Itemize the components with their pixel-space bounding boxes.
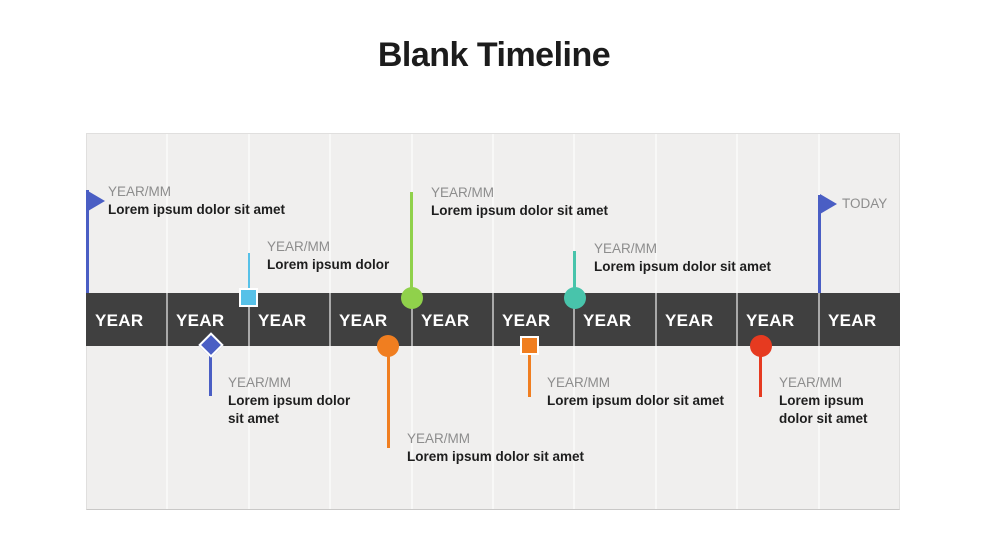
green-circle-marker [401, 287, 423, 309]
year-segment-label: YEAR [176, 311, 225, 330]
milestone-stem [386, 346, 390, 448]
milestone-date: YEAR/MM [547, 375, 611, 390]
orange-square-marker [520, 336, 539, 355]
red-circle-marker [750, 335, 772, 357]
milestone-stem [528, 345, 531, 397]
year-segment-label: YEAR [502, 311, 551, 330]
milestone-label: YEAR/MM Lorem ipsum dolor sit amet [594, 240, 771, 276]
milestone-label: YEAR/MM Lorem ipsum dolor sit amet [779, 374, 879, 428]
year-segment-label: YEAR [339, 311, 388, 330]
year-segment-label: YEAR [95, 311, 144, 330]
milestone-stem [86, 190, 89, 293]
milestone-stem [818, 195, 821, 293]
gridline [736, 134, 739, 509]
milestone-stem [209, 345, 212, 396]
milestone-date: TODAY [842, 196, 888, 211]
year-segment-label: YEAR [421, 311, 470, 330]
year-segment-label: YEAR [828, 311, 877, 330]
milestone-text: Lorem ipsum dolor sit amet [594, 259, 772, 274]
milestone-text: Lorem ipsum dolor sit amet [407, 449, 585, 464]
milestone-stem [247, 253, 250, 289]
milestone-label: YEAR/MM Lorem ipsum dolor sit amet [431, 184, 608, 220]
milestone-text: Lorem ipsum dolor [267, 257, 390, 272]
milestone-text: Lorem ipsum dolor sit amet [779, 393, 868, 426]
milestone-date: YEAR/MM [228, 375, 292, 390]
milestone-date: YEAR/MM [267, 239, 331, 254]
gridline [573, 134, 576, 509]
milestone-label: YEAR/MM Lorem ipsum dolor sit amet [547, 374, 724, 410]
gridline [817, 134, 820, 509]
cyan-square-marker [239, 288, 258, 307]
milestone-text: Lorem ipsum dolor sit amet [431, 203, 609, 218]
milestone-text: Lorem ipsum dolor sit amet [228, 393, 351, 426]
milestone-text: Lorem ipsum dolor sit amet [547, 393, 725, 408]
year-segment-label: YEAR [665, 311, 714, 330]
gridline [492, 134, 494, 509]
milestone-label: YEAR/MM Lorem ipsum dolor sit amet [228, 374, 356, 428]
milestone-stem [573, 251, 576, 298]
gridline [654, 134, 657, 509]
milestone-date: YEAR/MM [594, 241, 658, 256]
milestone-date: YEAR/MM [108, 184, 172, 199]
gridline [166, 134, 169, 509]
gridline [329, 134, 332, 509]
orange-circle-marker [377, 335, 399, 357]
gridline [410, 134, 413, 509]
milestone-date: YEAR/MM [779, 375, 843, 390]
milestone-label: YEAR/MM Lorem ipsum dolor sit amet [108, 183, 285, 219]
milestone-stem [410, 192, 413, 298]
year-segment-label: YEAR [258, 311, 307, 330]
year-segment-label: YEAR [583, 311, 632, 330]
start-flag-icon [88, 191, 105, 211]
slide-title: Blank Timeline [377, 36, 611, 74]
milestone-text: Lorem ipsum dolor sit amet [108, 202, 286, 217]
year-segment-label: YEAR [746, 311, 795, 330]
milestone-label: YEAR/MM Lorem ipsum dolor sit amet [407, 430, 584, 466]
milestone-date: YEAR/MM [431, 185, 495, 200]
milestone-stem [759, 346, 762, 397]
gridline [247, 134, 250, 509]
today-flag-icon [820, 194, 837, 214]
teal-circle-marker [563, 287, 586, 309]
milestone-label: YEAR/MM Lorem ipsum dolor [267, 238, 389, 274]
today-label: TODAY [842, 195, 887, 213]
milestone-date: YEAR/MM [407, 431, 471, 446]
